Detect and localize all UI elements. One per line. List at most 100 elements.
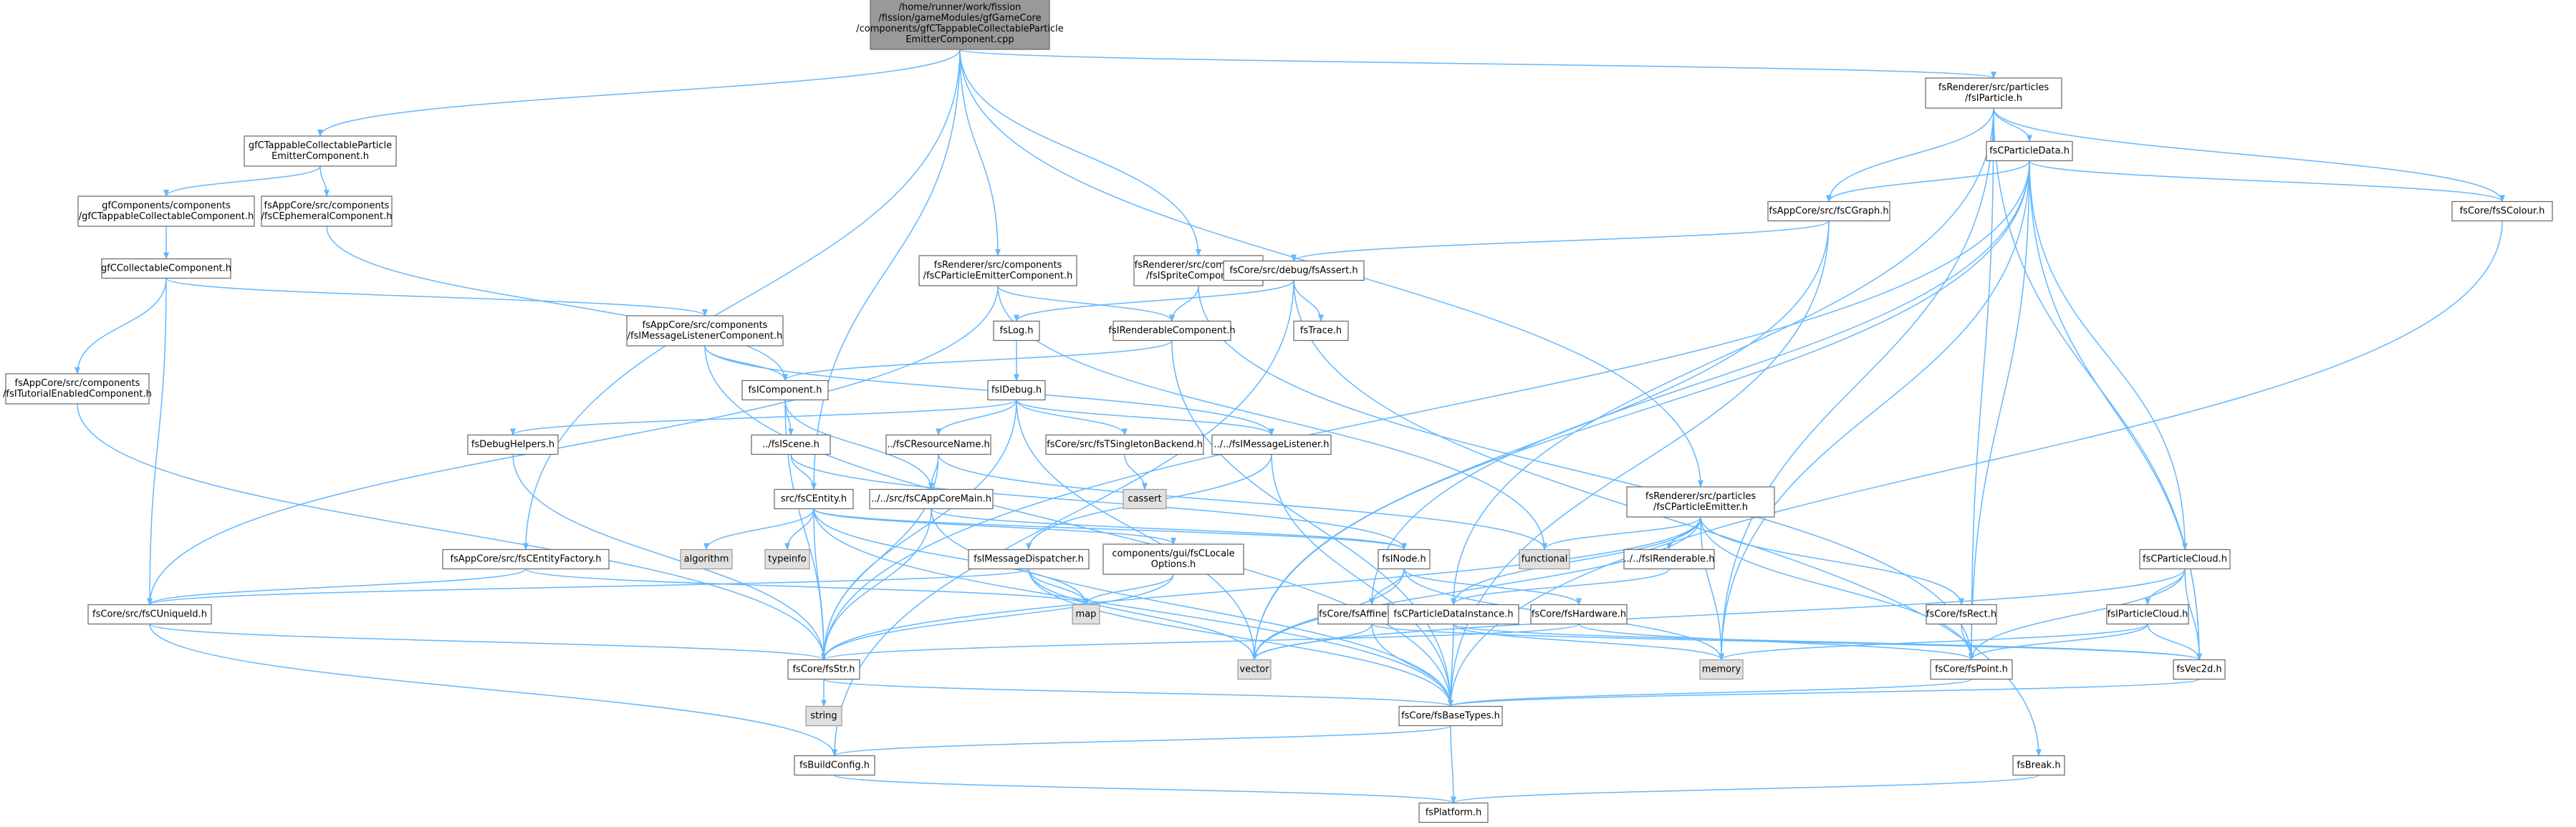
include-edge: [147, 278, 167, 606]
node-fscparticlecloud[interactable]: fsCParticleCloud.h: [2139, 548, 2231, 570]
node-fsmsglistenercomp[interactable]: fsAppCore/src/components/fsIMessageListe…: [626, 315, 784, 347]
node-label: fsDebugHelpers.h: [471, 440, 554, 450]
node-label: ../../fsIRenderable.h: [1624, 554, 1715, 565]
node-fsplatform[interactable]: fsPlatform.h: [1418, 802, 1489, 823]
node-fsiscene[interactable]: ../fsIScene.h: [751, 434, 831, 455]
node-label: fsBreak.h: [2017, 760, 2060, 771]
node-functional[interactable]: functional: [1519, 548, 1570, 570]
node-gfctappable-emitter[interactable]: gfCTappableCollectableParticleEmitterCom…: [244, 135, 397, 167]
node-vector[interactable]: vector: [1237, 659, 1272, 680]
node-map[interactable]: map: [1072, 604, 1100, 625]
node-label: ../../fsIMessageListener.h: [1214, 440, 1330, 450]
node-fsbasetypes[interactable]: fsCore/fsBaseTypes.h: [1398, 705, 1503, 727]
include-edge: [938, 454, 1547, 551]
node-box: [5, 373, 150, 405]
node-fsappcore-ephemeral[interactable]: fsAppCore/src/components/fsCEphemeralCom…: [261, 195, 393, 227]
node-cassert[interactable]: cassert: [1123, 488, 1167, 510]
include-edge: [936, 400, 1017, 436]
node-fsstr[interactable]: fsCore/fsStr.h: [787, 659, 860, 680]
node-box: [1378, 548, 1431, 570]
node-label: fsAppCore/src/components: [15, 378, 140, 389]
node-fsirenderable[interactable]: ../../fsIRenderable.h: [1623, 548, 1715, 570]
node-box: [2173, 659, 2226, 680]
node-fsrect[interactable]: fsCore/fsRect.h: [1926, 604, 1997, 625]
include-edge: [790, 454, 817, 490]
node-fsnode[interactable]: fsINode.h: [1378, 548, 1431, 570]
include-edge: [1251, 221, 1830, 661]
node-fsidebug[interactable]: fsIDebug.h: [987, 379, 1046, 401]
include-edge: [1969, 107, 1994, 661]
node-label: components/gui/fsCLocale: [1112, 548, 1234, 559]
node-string[interactable]: string: [805, 705, 842, 727]
node-box: [1926, 604, 1997, 625]
node-gfcomp-tappable[interactable]: gfComponents/components/gfCTappableColle…: [77, 195, 255, 227]
node-fscappcoremain[interactable]: ../../src/fsCAppCoreMain.h: [869, 488, 994, 510]
node-box: [1123, 488, 1167, 510]
node-fspoint[interactable]: fsCore/fsPoint.h: [1930, 659, 2013, 680]
node-fslog[interactable]: fsLog.h: [993, 320, 1040, 342]
node-fscparticledata[interactable]: fsCParticleData.h: [1986, 140, 2073, 162]
node-fscgraph[interactable]: fsAppCore/src/fsCGraph.h: [1767, 200, 1890, 222]
node-fsscolour[interactable]: fsCore/fsSColour.h: [2451, 200, 2553, 222]
include-edge: [1969, 624, 2148, 661]
node-fsparticledatainst[interactable]: fsCParticleDataInstance.h: [1388, 604, 1519, 625]
node-label: fsIParticleCloud.h: [2108, 609, 2188, 620]
node-box: [987, 379, 1046, 401]
node-fstsingleton[interactable]: fsCore/src/fsTSingletonBackend.h: [1045, 434, 1204, 455]
edge-layer: [75, 49, 2505, 804]
node-box: [869, 488, 994, 510]
node-fstrace[interactable]: fsTrace.h: [1293, 320, 1349, 342]
node-box: [101, 258, 231, 279]
include-edge: [525, 568, 1089, 606]
node-fstutorial[interactable]: fsAppCore/src/components/fsITutorialEnab…: [3, 373, 152, 405]
node-memory[interactable]: memory: [1699, 659, 1744, 680]
node-fscentity[interactable]: src/fsCEntity.h: [774, 488, 854, 510]
node-typeinfo[interactable]: typeinfo: [764, 548, 810, 570]
node-fsmessagedispatcher[interactable]: fsIMessageDispatcher.h: [968, 548, 1090, 570]
node-box: [1045, 434, 1204, 455]
node-root[interactable]: /home/runner/work/fission/fission/gameMo…: [856, 0, 1064, 50]
include-edge: [1451, 516, 1701, 606]
node-fsdebughelpers[interactable]: fsDebugHelpers.h: [467, 434, 559, 455]
include-edge: [1291, 220, 1830, 262]
node-gfcollectable[interactable]: gfCCollectableComponent.h: [101, 258, 231, 279]
node-fsparticleemitter[interactable]: fsRenderer/src/particles/fsCParticleEmit…: [1626, 486, 1775, 518]
node-fsvec2d[interactable]: fsVec2d.h: [2173, 659, 2226, 680]
node-fsassert[interactable]: fsCore/src/debug/fsAssert.h: [1223, 260, 1365, 281]
node-label: fsVec2d.h: [2176, 664, 2221, 675]
include-edge: [813, 508, 1089, 606]
include-edge: [1448, 678, 1972, 707]
node-box: [626, 315, 784, 347]
node-label: fsIMessageDispatcher.h: [974, 554, 1084, 565]
node-fscuniqueid[interactable]: fsCore/src/fsCUniqueId.h: [87, 604, 212, 625]
node-label: fsTrace.h: [1300, 326, 1342, 337]
node-fsiparticlecloud[interactable]: fsIParticleCloud.h: [2106, 604, 2189, 625]
node-label: fsCore/src/fsCUniqueId.h: [92, 609, 207, 620]
node-fsparticleemittercomp[interactable]: fsRenderer/src/components/fsCParticleEmi…: [918, 255, 1077, 286]
node-fsparticle[interactable]: fsRenderer/src/particles/fsIParticle.h: [1925, 77, 2062, 109]
node-fscresourcename[interactable]: ../fsCResourceName.h: [885, 434, 991, 455]
node-box: [993, 320, 1040, 342]
include-edge: [1578, 623, 1974, 661]
include-edge: [823, 678, 1453, 707]
node-fsirenderablecomp[interactable]: fsIRenderableComponent.h: [1108, 320, 1236, 342]
include-edge: [165, 277, 708, 316]
include-edge: [703, 508, 814, 551]
node-label: Options.h: [1151, 559, 1196, 570]
node-box: [442, 548, 610, 570]
node-label: /fsIMessageListenerComponent.h: [628, 331, 783, 342]
include-edge: [813, 508, 827, 661]
node-fshardware[interactable]: fsCore/fsHardware.h: [1530, 604, 1628, 625]
include-edge: [1451, 107, 1994, 606]
node-algorithm[interactable]: algorithm: [680, 548, 733, 570]
node-fsimessagelistener[interactable]: ../../fsIMessageListener.h: [1211, 434, 1332, 455]
include-edge: [1453, 623, 2202, 661]
include-edge: [1448, 624, 1454, 707]
node-fscentityfactory[interactable]: fsAppCore/src/fsCEntityFactory.h: [442, 548, 610, 570]
include-edge: [1014, 280, 1294, 322]
node-fsbuildconfig[interactable]: fsBuildConfig.h: [794, 755, 875, 776]
node-fsbreak[interactable]: fsBreak.h: [2012, 755, 2065, 776]
node-fsicomponent[interactable]: fsIComponent.h: [741, 379, 829, 401]
node-box: [2451, 200, 2553, 222]
